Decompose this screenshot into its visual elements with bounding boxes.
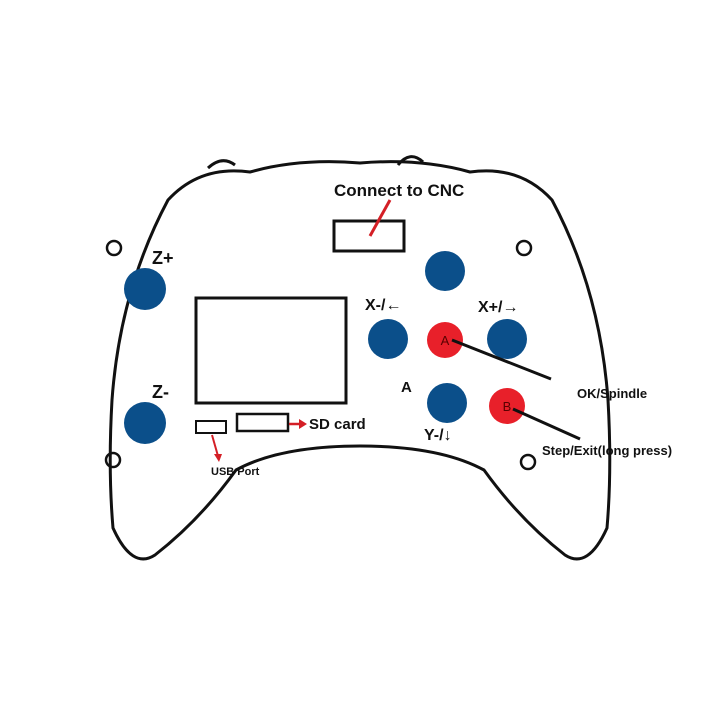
sd-card-label: SD card [309,416,366,433]
right-shoulder-bump [396,155,425,166]
ok-spindle-leader [451,338,552,381]
display-screen [194,296,348,405]
step-exit-label: Step/Exit(long press) [542,443,672,458]
x-minus-button[interactable] [368,319,408,359]
z-minus-button[interactable] [124,402,166,444]
x-plus-label: X+/→ [478,299,518,316]
x-minus-label: X-/← [365,297,401,314]
connect-pointer [368,199,392,237]
left-shoulder-bump [206,159,236,170]
y-minus-label: Y-/↓ [424,427,452,444]
sd-card-slot [235,412,290,433]
ok-spindle-label: OK/Spindle [577,386,647,401]
sd-pointer-arrowhead [299,419,307,429]
step-exit-leader [512,407,581,441]
b-button[interactable] [489,388,525,424]
x-plus-button[interactable] [487,319,527,359]
a-button[interactable] [427,322,463,358]
usb-port-label: USB Port [211,466,260,478]
cnc-connector [332,219,406,253]
z-plus-button[interactable] [124,268,166,310]
b-button-letter: B [503,399,512,414]
connect-to-cnc-label: Connect to CNC [334,181,464,200]
z-minus-label: Z- [152,382,169,402]
corner-ring-bottom-right [519,453,537,471]
corner-ring-top-right [515,239,533,257]
usb-pointer-arrowhead [214,454,222,462]
corner-ring-bottom-left [104,451,122,469]
a-axis-label: A [401,379,412,396]
a-button-letter: A [441,333,450,348]
y-minus-button[interactable] [427,383,467,423]
usb-port [195,420,227,434]
usb-pointer [211,434,219,457]
z-plus-label: Z+ [152,248,174,268]
y-plus-button[interactable] [425,251,465,291]
corner-ring-top-left [105,239,123,257]
controller-body [108,160,612,561]
